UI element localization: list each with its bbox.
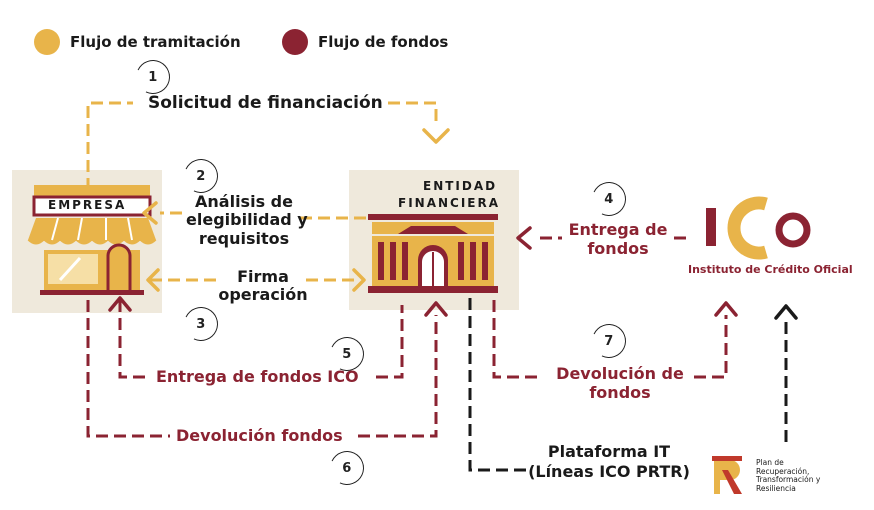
legend-process-label: Flujo de tramitación <box>70 33 241 51</box>
empresa-label: EMPRESA <box>48 198 127 212</box>
flow-5-arrow <box>108 296 132 312</box>
platform-line1: Plataforma IT <box>547 442 671 461</box>
legend-funds-label: Flujo de fondos <box>318 33 449 51</box>
step-2-line3: requisitos <box>198 228 290 248</box>
bank-icon <box>368 214 498 293</box>
prtr-logo <box>712 456 742 494</box>
step-3-line1: Firma <box>237 267 289 286</box>
step-5-label: Entrega de fondos ICO <box>156 367 359 386</box>
flow-1-line <box>86 101 133 190</box>
prtr-caption: Plan de Recuperación, Transformación y R… <box>756 458 821 493</box>
flow-7-line-b <box>694 315 728 379</box>
ico-caption: Instituto de Crédito Oficial <box>688 263 853 276</box>
flow-1-arrow <box>422 128 450 144</box>
flow-4-arrow <box>516 226 532 250</box>
step-7-line1: Devolución de <box>556 364 684 383</box>
platform-line <box>468 298 526 472</box>
flow-6-arrow <box>424 301 448 317</box>
platform-line2: (Líneas ICO PRTR) <box>528 462 690 481</box>
step-6-label: Devolución fondos <box>176 426 343 445</box>
step-7-line2: fondos <box>589 383 651 403</box>
step-4-line2: fondos <box>587 239 649 259</box>
flow-6-line-b <box>358 315 438 438</box>
flow-2-arrow <box>142 201 158 225</box>
flow-7-arrow <box>714 301 738 317</box>
step-4-line1: Entrega de <box>568 220 668 239</box>
flow-3-arrow-left <box>146 268 160 292</box>
step-1-label: Solicitud de financiación <box>148 93 383 113</box>
step-3-label: Firma operación <box>218 267 308 305</box>
step-2-line2: elegibilidad y <box>186 210 308 230</box>
ico-logo <box>706 196 811 260</box>
legend-funds-dot <box>282 29 308 55</box>
step-7-label: Devolución de fondos <box>542 364 698 402</box>
flow-5-line <box>118 300 150 379</box>
flow-7-line <box>492 300 540 379</box>
entidad-label-line1: ENTIDAD <box>423 179 498 193</box>
shop-icon <box>27 185 157 295</box>
flow-6-line <box>86 300 170 438</box>
step-2-label: Análisis de elegibilidad y requisitos <box>186 192 308 248</box>
entidad-label-line2: FINANCIERA <box>398 196 501 210</box>
platform-label: Plataforma IT (Líneas ICO PRTR) <box>526 442 692 482</box>
legend-process-dot <box>34 29 60 55</box>
flow-1-line-b <box>388 101 438 125</box>
platform-arrow <box>774 304 798 320</box>
step-4-label: Entrega de fondos <box>562 220 674 258</box>
step-2-line1: Análisis de <box>195 192 293 211</box>
flow-3-arrow-right <box>352 268 366 292</box>
step-3-line2: operación <box>218 285 308 305</box>
flow-5-line-b <box>376 305 404 379</box>
